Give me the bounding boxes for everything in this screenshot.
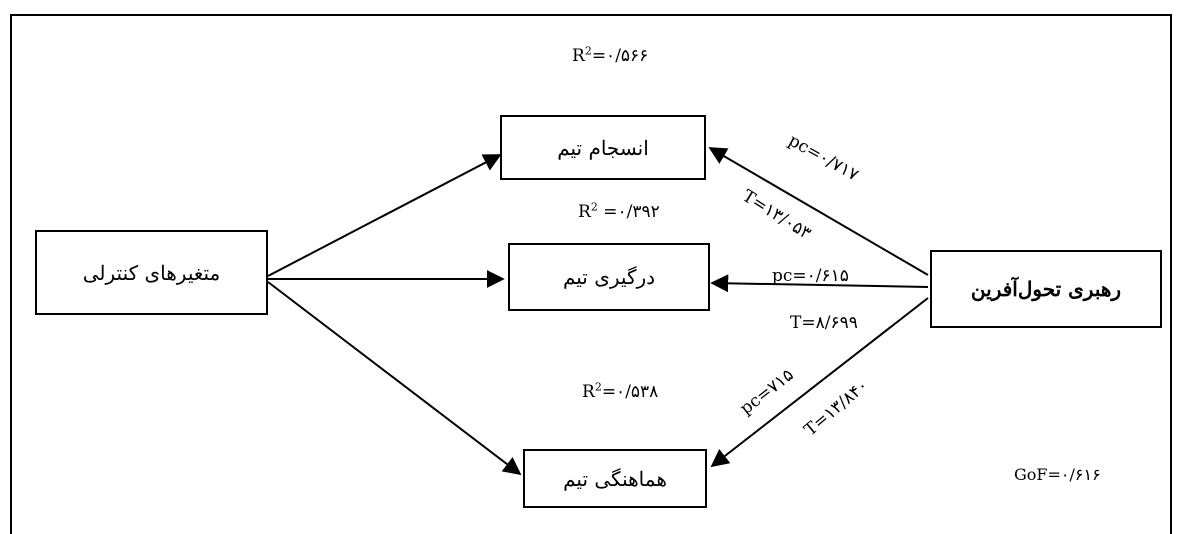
diagram-frame — [10, 14, 1172, 534]
arrow-leadership-to-cohesion — [708, 147, 929, 276]
node-team-engagement: درگیری تیم — [508, 243, 710, 311]
node-team-coordination: هماهنگی تیم — [523, 449, 707, 508]
node-team-cohesion: انسجام تیم — [500, 115, 706, 180]
arrow-leadership-to-engagement — [710, 274, 929, 293]
node-control-variables: متغیرهای کنترلی — [35, 230, 268, 315]
gof-label: GoF=۰/۶۱۶ — [1014, 465, 1101, 484]
arrow-control-to-coordination — [267, 281, 522, 476]
node-transformational-leadership: رهبری تحول‌آفرین — [930, 250, 1162, 328]
path-arrows — [267, 147, 929, 476]
t-label-engagement: T=۸/۶۹۹ — [790, 313, 858, 333]
r2-label-engagement: R2 =۰/۳۹۲ — [578, 200, 660, 222]
arrow-leadership-to-coordination — [710, 297, 929, 468]
r2-label-cohesion: R2=۰/۵۶۶ — [572, 44, 649, 66]
r2-label-coordination: R2=۰/۵۳۸ — [582, 380, 659, 402]
arrow-control-to-cohesion — [267, 154, 502, 277]
pc-label-engagement: pc=۰/۶۱۵ — [772, 266, 849, 286]
